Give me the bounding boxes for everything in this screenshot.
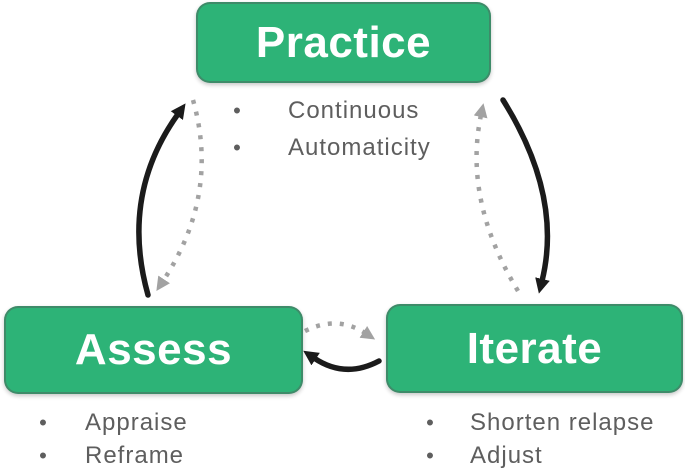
arrow-assess-to-iterate-dotted [303,321,376,340]
practice-bullet-text: Automaticity [288,134,431,161]
bullet-dot: • [426,443,434,468]
bullet-dot: • [39,410,47,435]
assess-bullet-item: • Reframe [32,439,188,472]
iterate-label: Iterate [466,323,603,373]
iterate-bullet-item: • Shorten relapse [419,406,654,439]
bullet-dot: • [426,410,434,435]
assess-bullet-text: Reframe [85,442,185,469]
practice-bullet-list: • Continuous • Automaticity [226,92,431,166]
practice-label: Practice [255,17,432,67]
arrow-paths-group [136,97,551,373]
practice-box: Practice [196,2,491,83]
arrow-assess-to-practice-solid [136,103,186,298]
bullet-dot: • [39,443,47,468]
assess-bullet-list: • Appraise • Reframe [32,406,188,472]
practice-bullet-text: Continuous [288,97,420,124]
arrow-iterate-to-practice-dotted [473,103,520,293]
assess-bullet-item: • Appraise [32,406,188,439]
assess-bullet-text: Appraise [85,409,188,436]
assess-box: Assess [4,306,303,394]
iterate-bullet-text: Adjust [470,442,543,469]
practice-bullet-item: • Automaticity [226,129,431,166]
iterate-bullet-text: Shorten relapse [470,409,655,436]
iterate-bullet-list: • Shorten relapse • Adjust [419,406,654,472]
iterate-box: Iterate [386,304,683,393]
practice-bullet-item: • Continuous [226,92,431,129]
bullet-dot: • [233,135,241,160]
assess-label: Assess [74,325,233,374]
arrow-iterate-to-assess-solid [303,350,382,373]
arrow-practice-to-iterate-solid [500,97,551,294]
bullet-dot: • [233,98,241,123]
iterate-bullet-item: • Adjust [419,439,654,472]
